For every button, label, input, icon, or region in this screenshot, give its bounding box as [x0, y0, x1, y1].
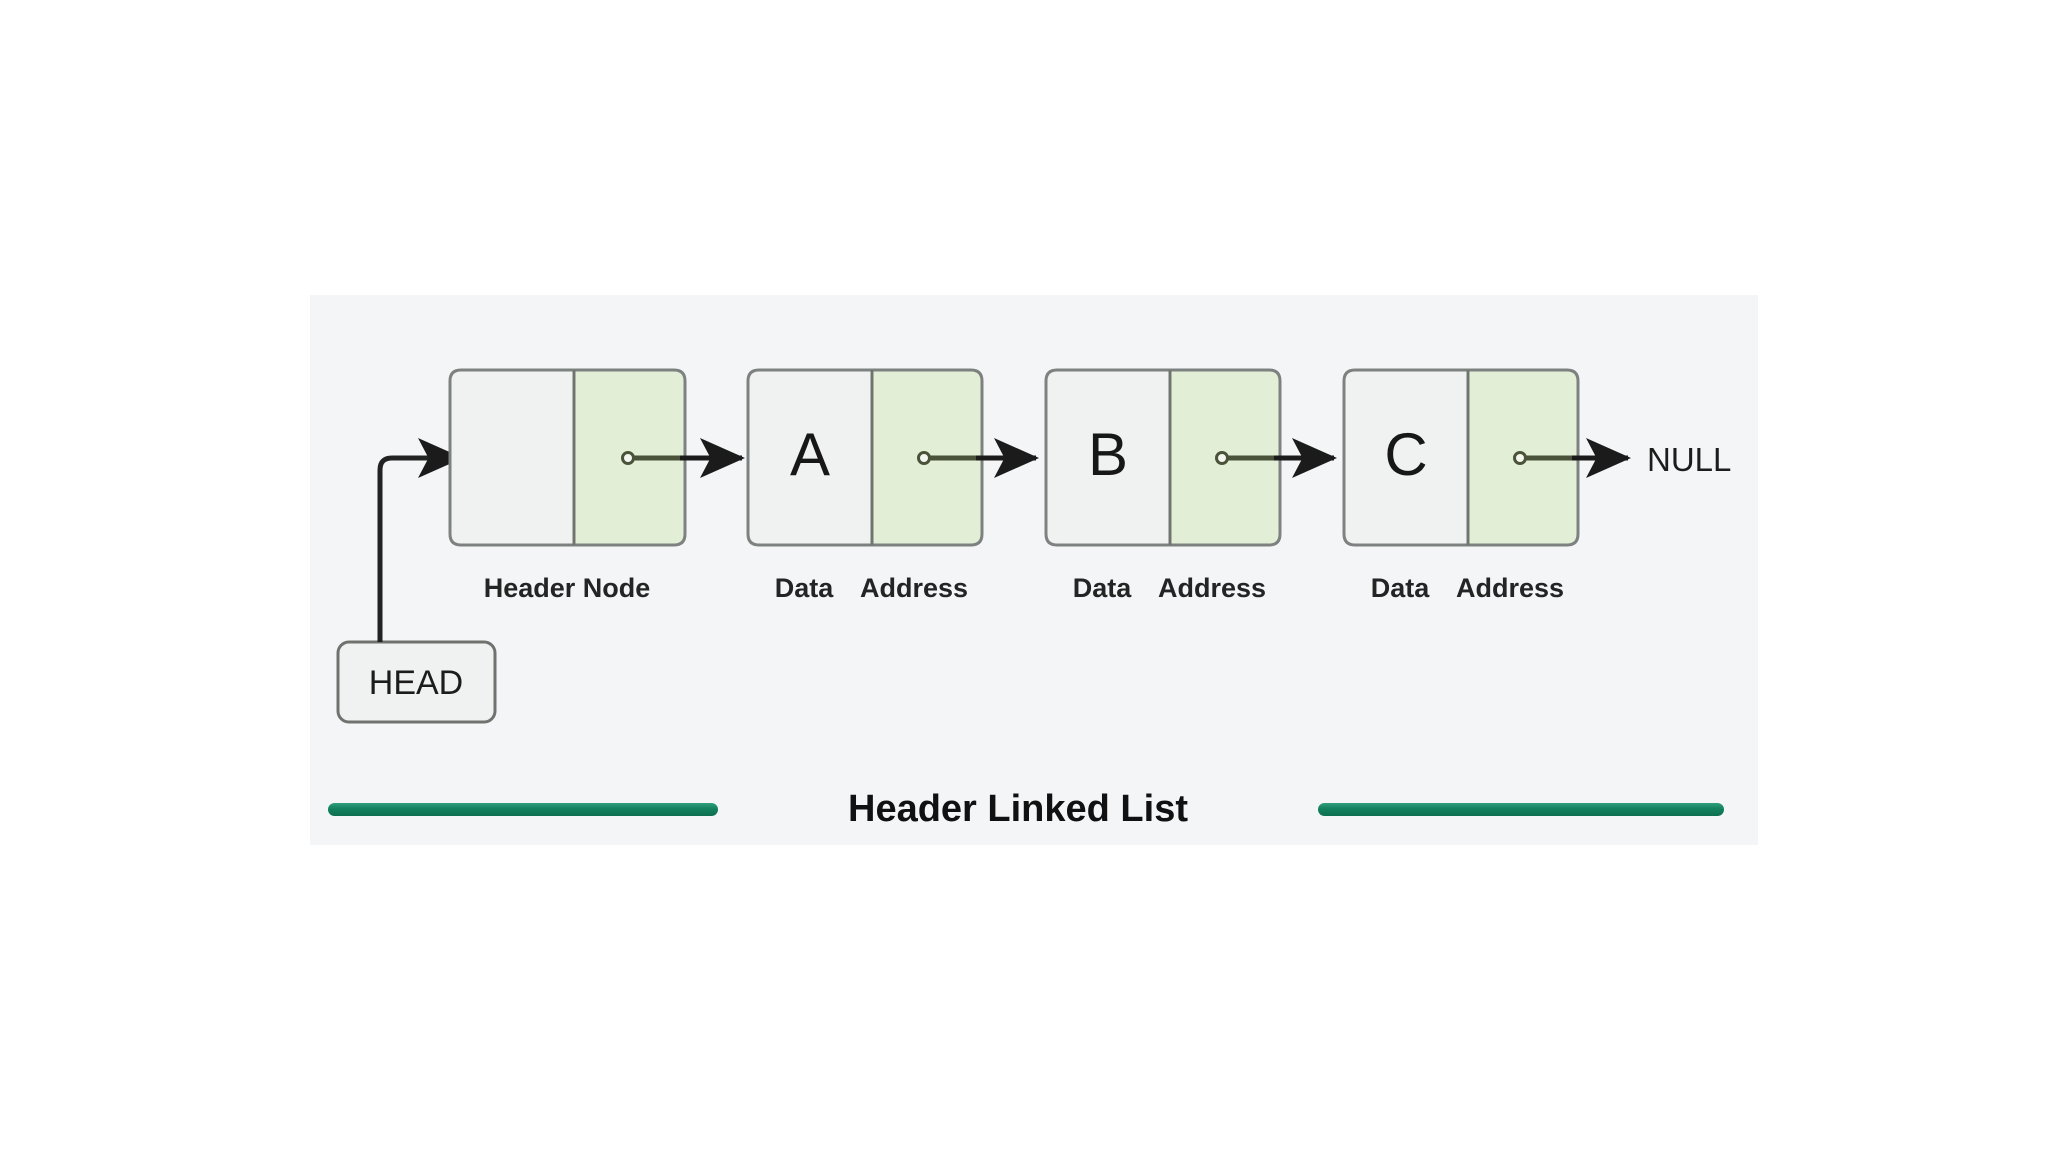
head-box-label: HEAD — [369, 664, 463, 702]
diagram-panel: HEAD Header Node A — [310, 295, 1758, 845]
node-c-pointer-dot — [1513, 451, 1527, 465]
node-c[interactable]: C Data Address — [1342, 368, 1632, 603]
head-box-rect — [336, 640, 497, 724]
node-header-pointer-dot — [621, 451, 635, 465]
head-connector-path — [377, 455, 428, 642]
node-a-caption-address: Address — [860, 573, 968, 603]
caption-rule-left — [328, 803, 718, 816]
node-a[interactable]: A Data Address — [746, 368, 1040, 603]
caption-label: Header Linked List — [848, 788, 1188, 830]
node-b-next-pointer — [1215, 438, 1338, 478]
head-pointer-box[interactable]: HEAD — [336, 640, 497, 724]
node-c-next-pointer — [1513, 438, 1632, 478]
node-a-pointer-dot — [917, 451, 931, 465]
node-b[interactable]: B Data Address — [1044, 368, 1338, 603]
node-a-data-cell — [746, 368, 874, 547]
node-header-caption: Header Node — [484, 573, 651, 603]
node-a-data-value: A — [790, 421, 830, 488]
node-b-data-cell — [1044, 368, 1172, 547]
head-to-header-connector — [377, 438, 464, 642]
node-b-data-value: B — [1088, 421, 1128, 488]
null-terminator-label: NULL — [1647, 441, 1731, 478]
node-header-node[interactable]: Header Node — [448, 368, 746, 603]
node-a-next-pointer — [917, 438, 1040, 478]
node-header-next-pointer — [621, 438, 746, 478]
node-c-caption-data: Data — [1371, 573, 1431, 603]
node-c-caption-address: Address — [1456, 573, 1564, 603]
node-b-caption-address: Address — [1158, 573, 1266, 603]
header-linked-list-diagram: HEAD Header Node A — [328, 368, 1731, 830]
node-a-caption-data: Data — [775, 573, 835, 603]
node-b-pointer-dot — [1215, 451, 1229, 465]
node-c-data-cell — [1342, 368, 1470, 547]
node-b-caption-data: Data — [1073, 573, 1133, 603]
caption-rule-right — [1318, 803, 1724, 816]
node-c-data-value: C — [1384, 421, 1427, 488]
diagram-caption: Header Linked List — [328, 788, 1724, 830]
